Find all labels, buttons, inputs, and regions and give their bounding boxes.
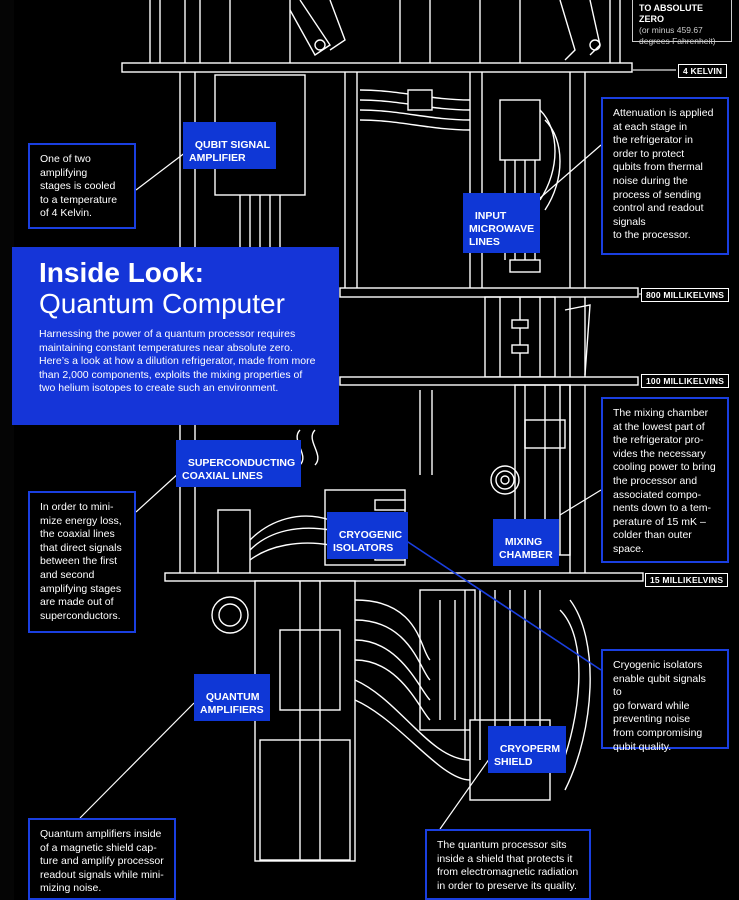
note-cryoperm-shield: The quantum processor sits inside a shie…: [425, 829, 591, 900]
note-attenuation: Attenuation is applied at each stage in …: [601, 97, 729, 255]
label-input-microwave-lines: INPUT MICROWAVE LINES: [463, 193, 541, 253]
stage-tag-800-millikelvins: 800 MILLIKELVINS: [641, 288, 730, 302]
hero-subtitle: Quantum Computer: [39, 288, 285, 319]
absolute-zero-title: TO ABSOLUTE ZERO: [639, 3, 704, 24]
label-text: MIXING CHAMBER: [499, 536, 553, 561]
hero-panel: Inside Look: Quantum Computer Harnessing…: [12, 247, 339, 425]
note-coaxial-lines: In order to mini- mize energy loss, the …: [28, 491, 136, 633]
hero-title: Inside Look:: [39, 257, 204, 288]
note-cryogenic-isolators: Cryogenic isolators enable qubit signals…: [601, 649, 729, 753]
label-text: CRYOGENIC ISOLATORS: [333, 529, 403, 554]
label-text: CRYOPERM SHIELD: [494, 743, 561, 768]
label-qubit-signal-amplifier: QUBIT SIGNAL AMPLIFIER: [183, 122, 277, 169]
label-quantum-amplifiers: QUANTUM AMPLIFIERS: [194, 674, 270, 721]
label-cryogenic-isolators: CRYOGENIC ISOLATORS: [327, 512, 409, 559]
note-amplifier-stage: One of two amplifying stages is cooled t…: [28, 143, 136, 229]
stage-tag-4-kelvin: 4 KELVIN: [678, 64, 728, 78]
note-quantum-amplifiers: Quantum amplifiers inside of a magnetic …: [28, 818, 176, 900]
label-text: SUPERCONDUCTING COAXIAL LINES: [182, 457, 296, 482]
label-superconducting-coaxial-lines: SUPERCONDUCTING COAXIAL LINES: [176, 440, 302, 487]
stage-tag-15-millikelvins: 15 MILLIKELVINS: [645, 573, 729, 587]
label-text: QUANTUM AMPLIFIERS: [200, 691, 264, 716]
hero-description: Harnessing the power of a quantum proces…: [39, 328, 316, 395]
note-mixing-chamber: The mixing chamber at the lowest part of…: [601, 397, 729, 563]
label-cryoperm-shield: CRYOPERM SHIELD: [488, 726, 567, 773]
absolute-zero-subtitle: (or minus 459.67 degrees Fahrenheit): [639, 25, 716, 46]
label-text: INPUT MICROWAVE LINES: [469, 210, 535, 248]
absolute-zero-note: TO ABSOLUTE ZERO (or minus 459.67 degree…: [632, 0, 732, 46]
label-text: QUBIT SIGNAL AMPLIFIER: [189, 139, 271, 164]
label-mixing-chamber: MIXING CHAMBER: [493, 519, 559, 566]
stage-tag-100-millikelvins: 100 MILLIKELVINS: [641, 374, 730, 388]
